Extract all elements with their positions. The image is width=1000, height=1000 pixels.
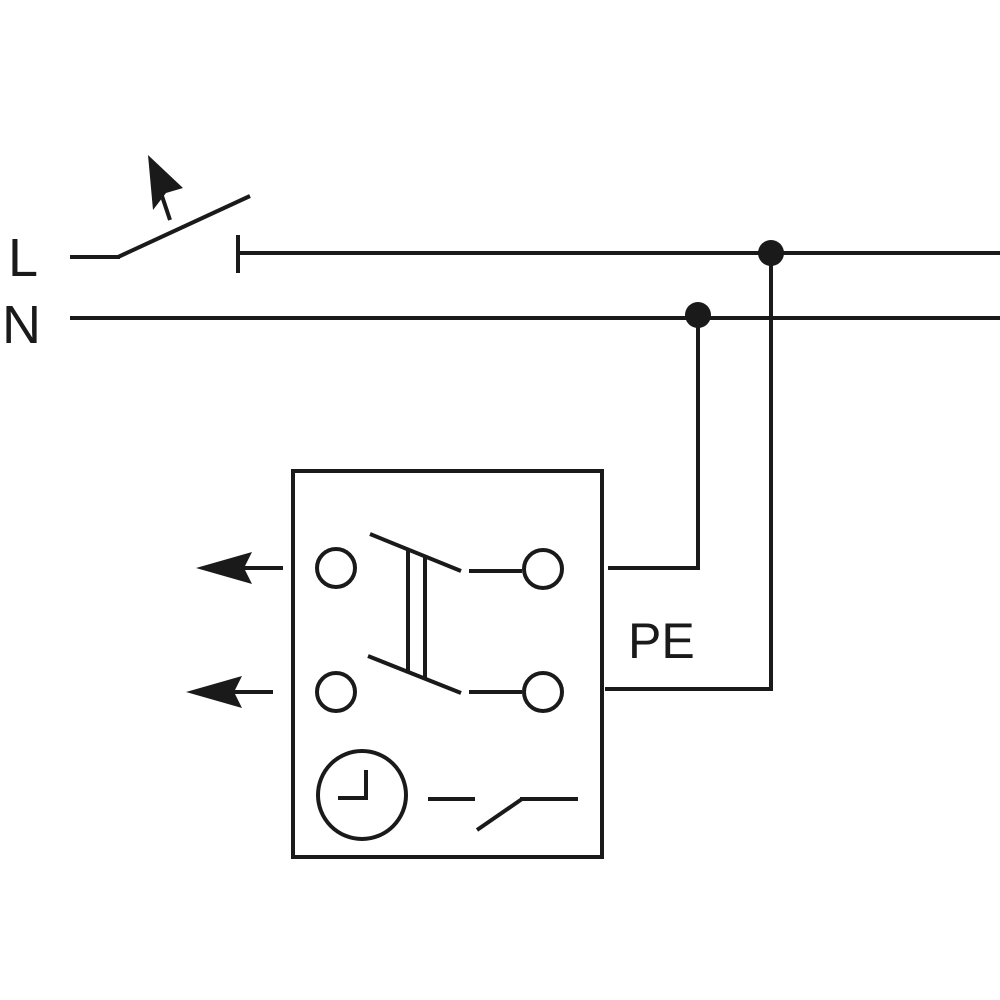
neutral-drop-wire [608, 315, 700, 570]
pe-label: PE [628, 613, 695, 669]
timer-clock-icon [316, 749, 408, 841]
input-terminal-2 [522, 671, 564, 713]
double-pole-switch-icon [367, 532, 522, 695]
output-terminal-1 [315, 547, 357, 589]
output-arrow-icon [196, 552, 283, 584]
line-drop-wire [605, 253, 773, 691]
input-terminal-1 [522, 548, 564, 590]
main-switch-icon [70, 155, 251, 273]
timer-contact-icon [428, 797, 578, 832]
output-terminal-2 [315, 671, 357, 713]
output-arrow-icon [186, 676, 273, 708]
neutral-label: N [2, 295, 41, 355]
line-label: L [8, 228, 38, 288]
